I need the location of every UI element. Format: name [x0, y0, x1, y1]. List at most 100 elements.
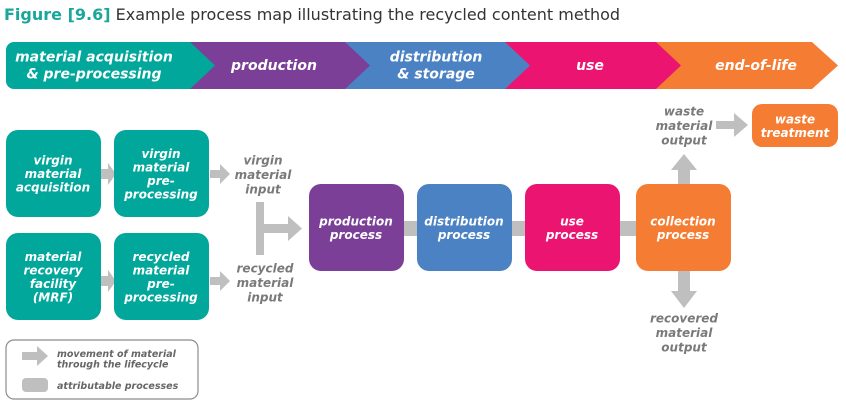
- connector-distribution-use: [511, 221, 527, 236]
- legend-box-label: attributable processes: [57, 381, 179, 392]
- label-line: input: [245, 183, 282, 197]
- label-line: waste: [775, 112, 815, 126]
- box-recycled-material-pre-processing: [114, 233, 209, 320]
- label-line: recycled: [133, 250, 190, 264]
- box-collection-process: [636, 184, 731, 271]
- stage-label-end-of-life: end-of-life: [715, 58, 797, 74]
- label-line: virgin: [33, 154, 72, 168]
- stage-chevron-production: [175, 42, 370, 89]
- label-line: production: [318, 214, 393, 228]
- label-line: processing: [123, 290, 198, 304]
- arrow-virgin-acq-to-pre: [100, 163, 116, 185]
- box-virgin-material-pre-processing: [114, 130, 209, 217]
- stage-label-production: production: [230, 58, 317, 74]
- label-line: movement of material: [57, 349, 177, 360]
- box-waste-treatment: [752, 104, 838, 147]
- legend-frame: [5, 339, 199, 400]
- label-line: virgin: [141, 147, 180, 161]
- label-line: processing: [123, 187, 198, 201]
- connector-use-collection: [619, 221, 637, 236]
- label-line: (MRF): [33, 290, 73, 304]
- legend-arrow-icon: [22, 346, 48, 366]
- label-line: pre-: [146, 174, 175, 188]
- stage-chevron-end-of-life: [656, 42, 838, 89]
- label-line: output: [661, 134, 708, 148]
- label-line: waste: [664, 105, 704, 119]
- label-line: collection: [650, 214, 715, 228]
- label-line: virgin: [243, 154, 282, 168]
- stage-label-acquisition: material acquisition& pre-processing: [15, 49, 173, 82]
- box-distribution-process: [417, 184, 512, 271]
- label-line: material: [237, 276, 295, 290]
- legend-box-swatch: [22, 378, 48, 392]
- label-line: material: [133, 263, 191, 277]
- label-line: use: [560, 214, 584, 228]
- label-line: process: [656, 228, 709, 242]
- stage-label-distribution: distribution& storage: [390, 49, 483, 82]
- box-production-process: [309, 184, 404, 271]
- label-line: production: [230, 58, 317, 74]
- arrow-recycled-pre-out: [210, 271, 230, 291]
- label-line: facility: [30, 277, 78, 291]
- label-line: material: [25, 167, 83, 181]
- stage-chevron-use: [490, 42, 681, 89]
- label-line: & pre-processing: [26, 66, 161, 82]
- arrow-mrf-to-recycled-pre: [100, 270, 116, 292]
- label-line: process: [545, 228, 598, 242]
- arrow-collection-to-recovered: [671, 270, 697, 308]
- box-virgin-material-acquisition: [6, 130, 101, 217]
- label-line: recycled: [237, 262, 294, 276]
- label-line: distribution: [424, 214, 503, 228]
- process-connectors: [403, 221, 637, 236]
- stage-label-use: use: [576, 58, 604, 74]
- label-line: use: [576, 58, 604, 74]
- arrow-virgin-pre-out: [210, 164, 230, 184]
- arrow-waste-output-to-treatment: [716, 113, 748, 137]
- label-line: acquisition: [16, 181, 90, 195]
- arrow-collection-to-waste: [671, 154, 697, 185]
- label-line: recovered: [650, 312, 718, 326]
- label-line: material: [25, 250, 83, 264]
- label-line: material: [656, 326, 714, 340]
- label-line: process: [437, 228, 490, 242]
- box-use-process: [525, 184, 620, 271]
- label-line: process: [329, 228, 382, 242]
- label-line: material acquisition: [15, 49, 173, 65]
- label-line: distribution: [390, 49, 483, 65]
- stage-chevron-distribution: [330, 42, 530, 89]
- label-line: through the lifecycle: [57, 360, 169, 371]
- figure-caption: Example process map illustrating the rec…: [115, 5, 621, 24]
- label-line: material: [133, 160, 191, 174]
- box-material-recovery-facility: [6, 233, 101, 320]
- label-line: material: [656, 119, 714, 133]
- label-line: material: [235, 168, 293, 182]
- arrow-inputs-to-production: [256, 202, 302, 255]
- label-line: end-of-life: [715, 58, 797, 74]
- label-line: input: [247, 291, 284, 305]
- label-line: & storage: [397, 66, 475, 82]
- label-line: output: [661, 341, 708, 355]
- figure-title: Figure [9.6] Example process map illustr…: [4, 5, 620, 24]
- label-line: pre-: [146, 277, 175, 291]
- stage-chevron-acquisition: [6, 42, 215, 89]
- stage-banner: material acquisition& pre-processing pro…: [6, 42, 838, 89]
- figure-number: Figure [9.6]: [4, 5, 111, 24]
- connector-production-distribution: [403, 221, 419, 236]
